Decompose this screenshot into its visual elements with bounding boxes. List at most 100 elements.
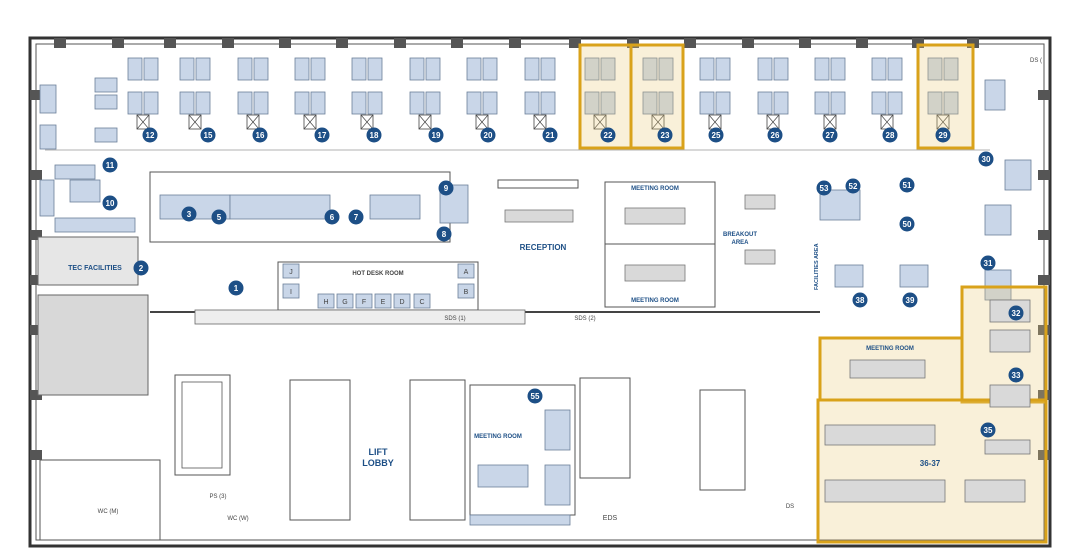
hot-desk [457, 283, 475, 299]
desk [830, 91, 846, 115]
stair-core-1 [174, 374, 231, 476]
workstation-number: 16 [256, 131, 265, 140]
desk [584, 91, 600, 115]
breakout-label-2: AREA [731, 240, 749, 246]
desk [179, 91, 195, 115]
hot-desk [374, 293, 392, 309]
hot-desk [413, 293, 431, 309]
desk [425, 91, 441, 115]
combined-label-37: 36-37 [920, 459, 941, 468]
workstation-number: 12 [146, 131, 155, 140]
tec-facilities-label: TEC FACILITIES [68, 265, 122, 272]
column [569, 38, 581, 48]
hot-desk [393, 293, 411, 309]
workstation-marker [348, 209, 364, 225]
workstation-marker [600, 127, 616, 143]
workstation-number: 20 [484, 131, 493, 140]
desk [642, 57, 658, 81]
desk [887, 57, 903, 81]
workstation-marker [980, 422, 996, 438]
desk [195, 91, 211, 115]
column [30, 90, 42, 100]
restroom-men [39, 459, 161, 541]
desk [237, 91, 253, 115]
workstation-number: 15 [204, 131, 213, 140]
workstation-marker [428, 127, 444, 143]
desk [773, 57, 789, 81]
column [54, 38, 66, 48]
workstation-number: 39 [906, 296, 915, 305]
column [1038, 230, 1050, 240]
eds-label: EDS [603, 515, 618, 522]
column [30, 275, 42, 285]
workstation-marker [438, 180, 454, 196]
workstation-marker [527, 388, 543, 404]
workstation-number: 28 [886, 131, 895, 140]
column [912, 38, 924, 48]
building-outline [28, 36, 1052, 548]
desk [699, 57, 715, 81]
workstation-number: 23 [661, 131, 670, 140]
desk [540, 91, 556, 115]
desk [699, 91, 715, 115]
workstation-marker [980, 255, 996, 271]
wc-m-label: WC (M) [98, 509, 119, 515]
desk [466, 91, 482, 115]
workstation-number: 26 [771, 131, 780, 140]
workstation-marker [899, 216, 915, 232]
workstation-number: 17 [318, 131, 327, 140]
hot-desk-letter: H [323, 299, 328, 306]
workstation-number: 22 [604, 131, 613, 140]
workstation-number: 3 [187, 210, 192, 219]
workstation-marker [852, 292, 868, 308]
hot-desk [336, 293, 354, 309]
column [742, 38, 754, 48]
lift-lobby-label-2: LOBBY [362, 458, 394, 468]
workstation-number: 21 [546, 131, 555, 140]
breakout-label-1: BREAKOUT [723, 232, 757, 238]
desk [814, 91, 830, 115]
workstation-marker [845, 178, 861, 194]
workstation-marker [882, 127, 898, 143]
hot-desk-room-label: HOT DESK ROOM [352, 271, 403, 277]
facilities-area-label: FACILITIES AREA [814, 243, 820, 290]
column [30, 325, 42, 335]
workstation-number: 19 [432, 131, 441, 140]
workstation-number: 52 [849, 182, 858, 191]
desk [524, 91, 540, 115]
workstation-marker [1008, 367, 1024, 383]
workstation-marker [366, 127, 382, 143]
hot-desk-letter: D [399, 299, 404, 306]
workstation-marker [102, 157, 118, 173]
desk [757, 91, 773, 115]
workstation-number: 38 [856, 296, 865, 305]
workstation-marker [314, 127, 330, 143]
sds-2-label: SDS (2) [574, 316, 595, 322]
hot-desk-letter: G [342, 299, 347, 306]
column [1038, 325, 1050, 335]
workstation-marker [899, 177, 915, 193]
desk [887, 91, 903, 115]
workstation-number: 7 [354, 213, 359, 222]
meeting-room-top-label: MEETING ROOM [631, 186, 679, 192]
column [509, 38, 521, 48]
workstation-number: 27 [826, 131, 835, 140]
column [1038, 390, 1050, 400]
workstation-number: 35 [984, 426, 993, 435]
column [627, 38, 639, 48]
desk [253, 57, 269, 81]
desk [943, 57, 959, 81]
top-workstation-bank [127, 57, 959, 130]
desk [127, 91, 143, 115]
desk [927, 91, 943, 115]
desk [715, 91, 731, 115]
desk [351, 91, 367, 115]
workstation-marker [181, 206, 197, 222]
workstation-number: 33 [1012, 371, 1021, 380]
workstation-number: 9 [444, 184, 449, 193]
workstation-marker [1008, 305, 1024, 321]
column [684, 38, 696, 48]
hot-desk-letter: B [464, 289, 469, 296]
desk [310, 91, 326, 115]
